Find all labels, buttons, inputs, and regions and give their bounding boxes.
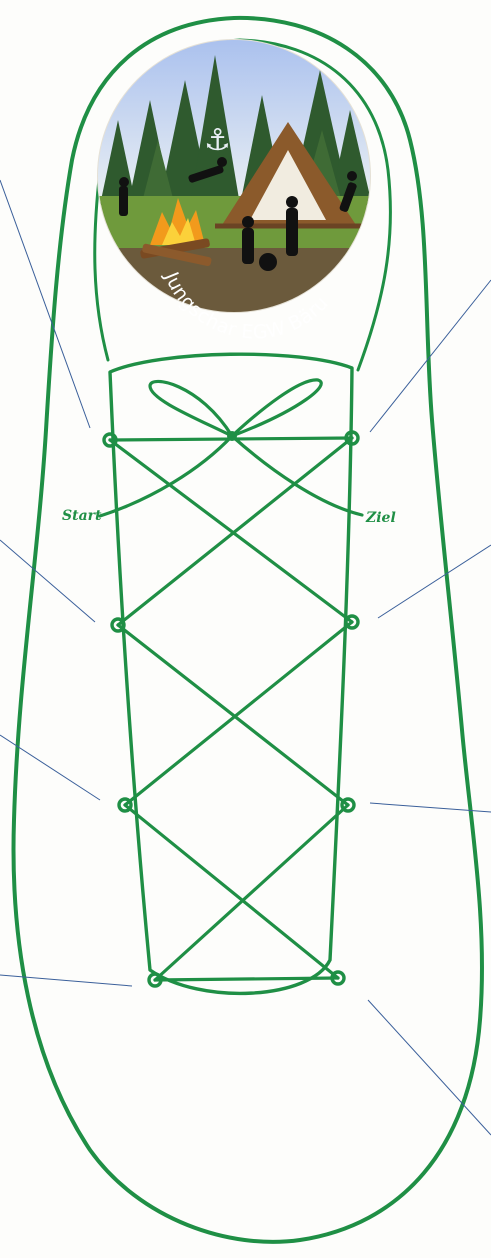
- laces: [100, 380, 362, 980]
- label-goal: Ziel: [365, 510, 396, 526]
- label-start: Start: [62, 508, 102, 524]
- anchor-icon: ⚓: [204, 123, 231, 158]
- jungschar-logo: ⚓ Jungschar EGW Bäru: [90, 36, 390, 344]
- eyelets: [104, 431, 358, 986]
- shoe-tongue: [110, 354, 352, 993]
- lace-knot: [227, 431, 237, 441]
